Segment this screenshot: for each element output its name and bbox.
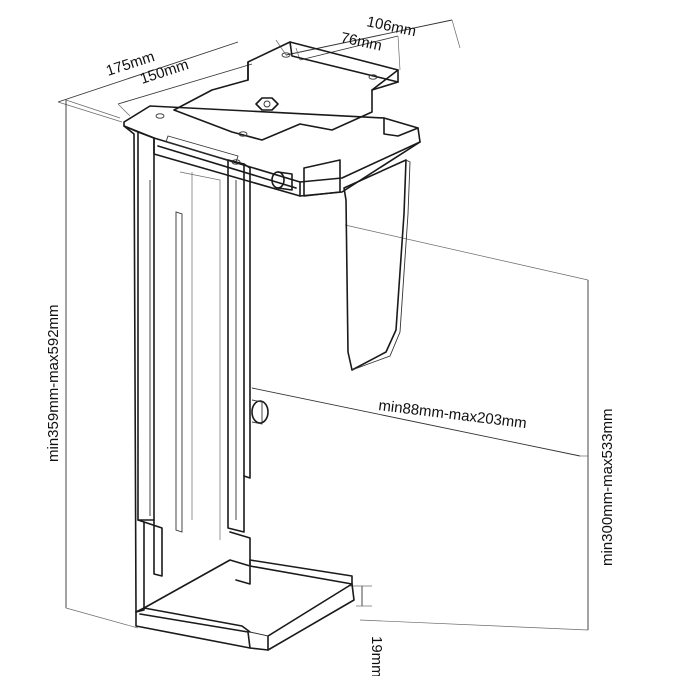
label-width-range: min88mm-max203mm — [378, 397, 528, 432]
label-pc-height-range: min300mm-max533mm — [599, 408, 616, 566]
label-top-width-inner: 76mm — [339, 29, 383, 54]
dimension-lines — [57, 19, 589, 631]
pc-holder-drawing — [123, 41, 421, 651]
label-base-lip: 19mm — [368, 636, 385, 676]
dimension-labels: 106mm 76mm 175mm 150mm min359mm-max592mm… — [45, 13, 616, 676]
label-height-range: min359mm-max592mm — [45, 304, 62, 462]
